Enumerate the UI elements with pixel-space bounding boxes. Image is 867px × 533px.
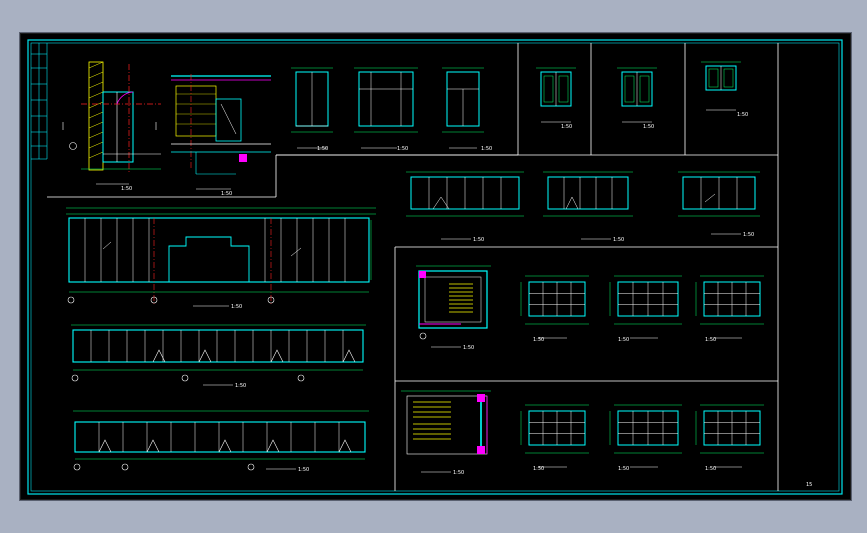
wall-1-scale: 1:50 (231, 304, 242, 310)
window-grid-6 (695, 404, 764, 468)
wall-3-scale: 1:50 (298, 467, 309, 473)
window-a-scale: 1:50 (561, 124, 572, 130)
elevation-small-3: 1:50 (678, 171, 760, 238)
elev-3-scale: 1:50 (743, 232, 754, 238)
stair-2-scale: 1:50 (453, 470, 464, 476)
door-elevation-3: 1:50 (442, 67, 492, 152)
elev-1-scale: 1:50 (473, 237, 484, 243)
wall-2-scale: 1:50 (235, 383, 246, 389)
corner-detail-scale: 1:50 (221, 191, 232, 197)
section-detail-a: 1:50 (62, 61, 161, 192)
window-b-scale: 1:50 (643, 124, 654, 130)
corner-detail: 1:50 (171, 74, 271, 197)
stair-plan-2: 1:50 (401, 390, 491, 476)
grid-1-scale: 1:50 (533, 337, 544, 343)
door-2-scale: 1:50 (397, 146, 408, 152)
door-elevation-1: 1:50 (291, 67, 333, 152)
window-grid-3 (695, 275, 764, 339)
section-a-scale: 1:50 (121, 186, 132, 192)
grid-3-scale: 1:50 (705, 337, 716, 343)
window-grid-2 (609, 275, 682, 339)
grid-6-scale: 1:50 (705, 466, 716, 472)
cad-viewport[interactable]: 1:50 1:50 1:50 (20, 33, 851, 500)
wall-elevation-1: 1:50 (66, 207, 376, 310)
grid-4-scale: 1:50 (533, 466, 544, 472)
title-strip (31, 43, 48, 160)
window-grid-5 (609, 404, 682, 468)
window-detail-a: 1:50 (536, 67, 576, 130)
grid-5-scale: 1:50 (618, 466, 629, 472)
panel-dividers (47, 43, 779, 491)
drawing-inner-frame (30, 42, 840, 492)
elev-2-scale: 1:50 (613, 237, 624, 243)
stair-1-scale: 1:50 (463, 345, 474, 351)
wall-elevation-3: 1:50 (73, 410, 369, 473)
drawing-frame (27, 39, 843, 495)
door-3-scale: 1:50 (481, 146, 492, 152)
door-elevation-2: 1:50 (354, 67, 418, 152)
window-detail-b: 1:50 (617, 67, 657, 130)
door-1-scale: 1:50 (317, 146, 328, 152)
window-c-scale: 1:50 (737, 112, 748, 118)
elevation-small-2: 1:50 (543, 171, 633, 243)
cad-drawing: 1:50 1:50 1:50 (27, 39, 843, 495)
grid-2-scale: 1:50 (618, 337, 629, 343)
window-grid-1 (520, 275, 589, 339)
elevation-small-1: 1:50 (406, 171, 524, 243)
window-grid-4 (520, 404, 589, 468)
wall-elevation-2: 1:50 (71, 324, 366, 389)
page-number: 15 (806, 482, 812, 488)
window-detail-c: 1:50 (701, 61, 748, 118)
stair-plan-1: 1:50 (416, 265, 491, 351)
